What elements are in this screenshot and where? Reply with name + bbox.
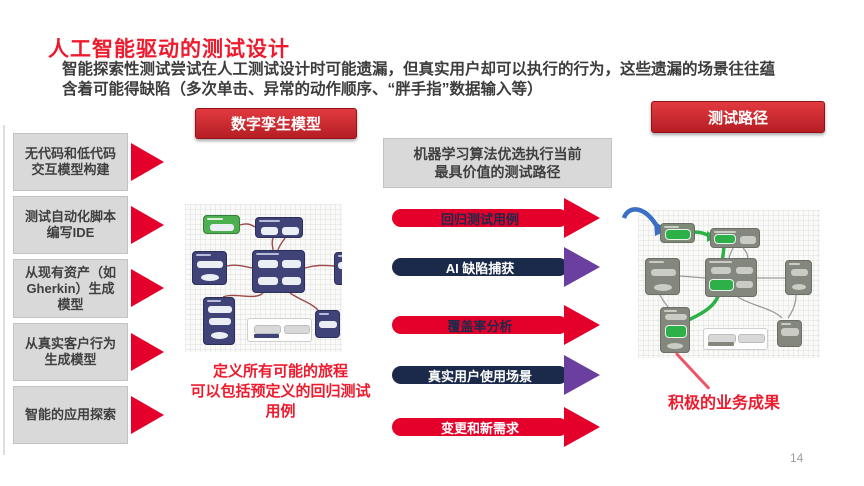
outcome-caption: 积极的业务成果 xyxy=(668,395,781,412)
path-node-homepage xyxy=(705,258,757,297)
highlighted-step xyxy=(665,229,691,240)
right-chevron-icon xyxy=(131,143,164,181)
twin-caption-line2: 可以包括预定义的回归测试 xyxy=(190,383,371,400)
flow-arrow-coverage: 覆盖率分析 xyxy=(390,305,602,345)
model-node-start xyxy=(203,215,240,234)
entry-blue-arrow xyxy=(622,207,660,230)
twin-caption: 定义所有可能的旅程 可以包括预定义的回归测试 用例 xyxy=(178,362,383,422)
arrowhead-icon xyxy=(564,355,600,395)
page-title: 人工智能驱动的测试设计 xyxy=(48,38,290,61)
highlighted-step xyxy=(665,325,687,338)
model-node-homepage xyxy=(252,250,305,293)
test-paths-banner: 测试路径 xyxy=(651,101,825,133)
flow-arrow-label: 变更和新需求 xyxy=(440,420,519,436)
right-chevron-icon xyxy=(131,206,164,244)
page-number: 14 xyxy=(790,451,804,465)
capability-box-nocode: 无代码和低代码交互模型构建 xyxy=(13,133,128,191)
intro-paragraph-line2: 含着可能得缺陷（多次单击、异常的动作顺序、“胖手指”数据输入等） xyxy=(62,81,543,98)
ml-box-line1: 机器学习算法优选执行当前 xyxy=(413,146,582,162)
diagram-connectors xyxy=(222,223,335,311)
digital-twin-banner: 数字孪生模型 xyxy=(195,108,357,139)
ml-algorithm-box: 机器学习算法优选执行当前 最具价值的测试路径 xyxy=(383,138,612,188)
arrowhead-icon xyxy=(564,247,600,287)
right-chevron-icon xyxy=(131,269,164,307)
flow-arrow-changes: 变更和新需求 xyxy=(390,407,602,447)
ml-box-line2: 最具价值的测试路径 xyxy=(434,164,561,180)
flow-arrow-label: 回归测试用例 xyxy=(440,211,519,227)
highlighted-step xyxy=(714,234,736,244)
path-diagram-legend xyxy=(703,328,768,350)
model-node-bottom-right xyxy=(315,310,340,338)
highlighted-step xyxy=(709,279,734,291)
intro-paragraph-line1: 智能探索性测试尝试在人工测试设计时可能遗漏，但真实用户却可以执行的行为，这些遗漏… xyxy=(62,61,776,78)
capability-box-assets: 从现有资产（如Gherkin）生成模型 xyxy=(13,259,128,318)
capability-box-ide: 测试自动化脚本编写IDE xyxy=(13,196,128,254)
right-chevron-icon xyxy=(131,333,164,371)
digital-twin-diagram xyxy=(185,204,342,352)
right-chevron-icon xyxy=(131,396,164,434)
twin-caption-line3: 用例 xyxy=(265,403,296,420)
model-node-left-page xyxy=(192,251,227,285)
arrowhead-icon xyxy=(564,407,600,447)
left-edge-divider xyxy=(3,125,5,455)
arrowhead-icon xyxy=(564,198,600,238)
path-node-left-page xyxy=(645,258,680,295)
test-paths-diagram xyxy=(622,207,820,358)
arrowhead-icon xyxy=(564,305,600,345)
flow-arrow-regression: 回归测试用例 xyxy=(390,198,602,238)
flow-arrow-real-user: 真实用户使用场景 xyxy=(390,355,602,395)
flow-arrow-label: 覆盖率分析 xyxy=(447,318,513,334)
flow-arrow-label: AI 缺陷捕获 xyxy=(445,260,515,276)
flow-arrow-label: 真实用户使用场景 xyxy=(427,368,532,384)
capability-box-customer-behavior: 从真实客户行为生成模型 xyxy=(13,323,128,381)
capability-box-exploration: 智能的应用探索 xyxy=(13,386,128,444)
path-node-right-page xyxy=(785,260,812,295)
diagram-legend xyxy=(247,318,312,342)
twin-caption-line1: 定义所有可能的旅程 xyxy=(212,363,348,380)
flow-arrow-ai-defects: AI 缺陷捕获 xyxy=(390,247,602,287)
path-node-bottom-right xyxy=(777,320,802,347)
model-node-right-page xyxy=(334,252,342,285)
model-node-validation xyxy=(255,217,303,238)
model-node-bottom-left xyxy=(203,297,235,345)
